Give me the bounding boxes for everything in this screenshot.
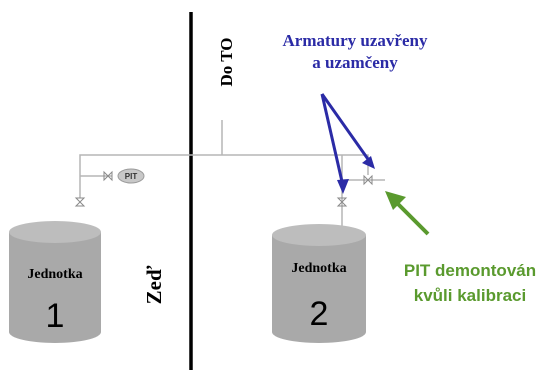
tank-unit2-number: 2 [310, 295, 329, 333]
arrowhead [385, 191, 406, 210]
outlet-label: Do TO [217, 38, 236, 87]
valves-callout-arrows [320, 93, 375, 194]
pit-callout-line2: kvůli kalibraci [414, 286, 526, 305]
tank-unit2-name: Jednotka [291, 261, 346, 276]
pit-callout-arrow [385, 191, 430, 236]
tank-unit1-name: Jednotka [27, 267, 82, 282]
tank-unit2-body [272, 235, 366, 343]
pit-valve-icon [103, 170, 113, 182]
pit-callout-line1: PIT demontován [404, 261, 536, 280]
arrow-shaft [396, 202, 430, 236]
arrow-to-unit2-pit-valve [320, 93, 372, 163]
valves-callout-line2: a uzamčeny [312, 53, 398, 72]
tank-unit1: Jednotka 1 [9, 221, 101, 343]
pit-instrument-label: PIT [125, 172, 138, 181]
tank-unit1-body [9, 232, 101, 343]
tank-unit2-top [272, 224, 366, 246]
pit-instrument-icon [117, 168, 145, 184]
unit1-valve-icon [74, 197, 86, 207]
tank-unit1-number: 1 [46, 297, 65, 335]
arrowhead-unit2-valve [337, 179, 349, 194]
tank-unit1-top [9, 221, 101, 243]
wall-label: Zeď [142, 265, 166, 304]
arrow-to-unit2-valve [320, 93, 345, 187]
unit2-pit-valve-icon [363, 174, 373, 186]
tank-unit2: Jednotka 2 [272, 224, 366, 343]
arrowhead-unit2-pit-valve [362, 156, 375, 169]
valves-callout-line1: Armatury uzavřeny [283, 31, 428, 50]
unit2-valve-icon [336, 197, 348, 207]
